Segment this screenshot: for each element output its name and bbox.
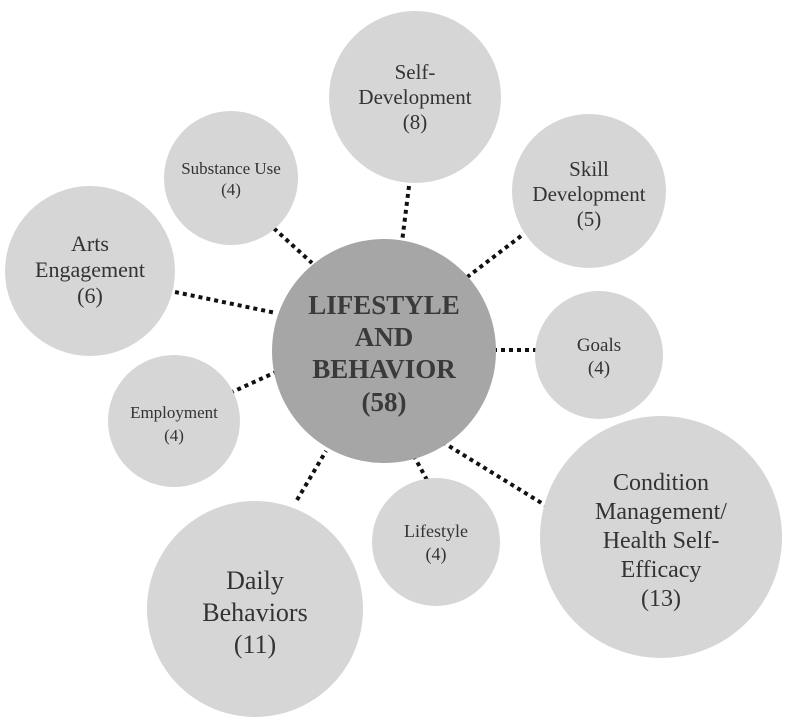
node-daily-behaviors-line-1: Daily [226, 566, 284, 595]
center-node: LIFESTYLE AND BEHAVIOR (58) [272, 239, 496, 463]
node-goals: Goals (4) [535, 291, 663, 419]
node-daily-behaviors-count: (11) [234, 630, 276, 659]
node-employment-count: (4) [164, 426, 184, 445]
node-condition-management-line-1: Condition [613, 470, 709, 496]
node-arts-engagement-line-2: Engagement [35, 257, 145, 282]
connector-daily-behaviors [295, 449, 328, 502]
node-daily-behaviors: Daily Behaviors (11) [147, 501, 363, 717]
connector-substance-use [266, 221, 314, 265]
connector-employment [229, 370, 277, 395]
node-condition-management: Condition Management/ Health Self- Effic… [540, 416, 782, 658]
node-daily-behaviors-line-2: Behaviors [202, 598, 307, 627]
node-self-development-line-1: Self- [395, 60, 436, 84]
node-lifestyle: Lifestyle (4) [372, 478, 500, 606]
node-employment: Employment (4) [108, 355, 240, 487]
node-substance-use: Substance Use (4) [164, 111, 298, 245]
node-arts-engagement-count: (6) [77, 283, 103, 308]
node-arts-engagement-line-1: Arts [71, 231, 109, 256]
node-lifestyle-line-1: Lifestyle [404, 521, 468, 541]
connector-lifestyle [413, 457, 429, 481]
node-self-development: Self- Development (8) [329, 11, 501, 183]
node-substance-use-line-1: Substance Use [181, 159, 281, 178]
node-skill-development: Skill Development (5) [512, 114, 666, 268]
node-condition-management-count: (13) [641, 586, 681, 612]
connector-arts-engagement [174, 290, 277, 315]
connector-self-development [400, 185, 411, 243]
node-condition-management-line-4: Efficacy [621, 557, 702, 583]
center-line-2: AND [355, 322, 414, 352]
node-skill-development-count: (5) [577, 207, 602, 231]
node-self-development-count: (8) [403, 110, 428, 134]
node-self-development-line-2: Development [358, 85, 471, 109]
node-condition-management-line-3: Health Self- [603, 528, 720, 554]
center-line-1: LIFESTYLE [308, 290, 460, 320]
node-lifestyle-count: (4) [426, 544, 447, 565]
center-line-3: BEHAVIOR [312, 354, 456, 384]
node-skill-development-line-1: Skill [569, 157, 609, 181]
center-count: (58) [362, 387, 407, 417]
node-substance-use-count: (4) [221, 180, 241, 199]
node-employment-line-1: Employment [130, 403, 218, 422]
node-goals-count: (4) [588, 358, 610, 379]
connector-skill-development [464, 234, 523, 280]
connectors [174, 185, 550, 509]
node-arts-engagement: Arts Engagement (6) [5, 186, 175, 356]
node-condition-management-line-2: Management/ [595, 499, 727, 525]
node-goals-line-1: Goals [577, 335, 621, 356]
node-skill-development-line-2: Development [532, 182, 645, 206]
